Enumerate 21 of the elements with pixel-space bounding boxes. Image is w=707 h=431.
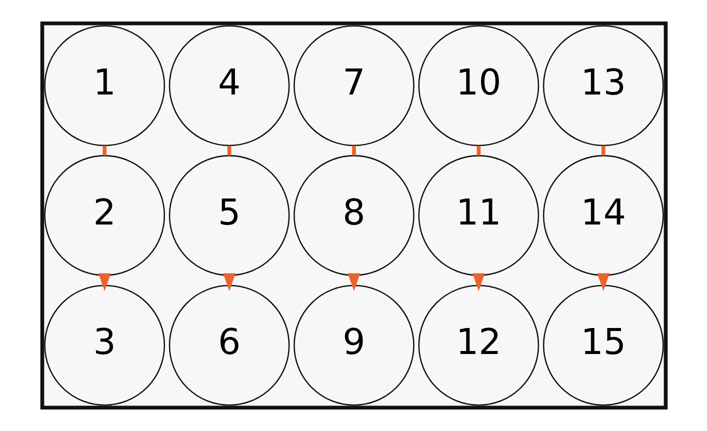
arrow (472, 273, 484, 292)
node-circle: 1 (44, 25, 165, 146)
arrow (98, 273, 110, 292)
cluster (40, 21, 668, 410)
connector (352, 146, 356, 156)
node-circle: 3 (44, 284, 165, 406)
node-circle: 15 (542, 284, 664, 406)
arrow (222, 273, 236, 292)
connector (102, 146, 106, 156)
arrow (596, 273, 610, 292)
connector (476, 146, 480, 156)
node-circle: 4 (168, 25, 290, 146)
node-circle: 9 (293, 284, 414, 406)
node-circle: 10 (418, 25, 539, 146)
node-circle: 6 (168, 284, 290, 406)
node-circle: 7 (293, 25, 414, 146)
node-circle: 13 (542, 25, 664, 146)
arrow (347, 273, 360, 292)
connector (600, 146, 605, 156)
node-circle: 12 (418, 284, 539, 406)
connector (226, 146, 231, 156)
